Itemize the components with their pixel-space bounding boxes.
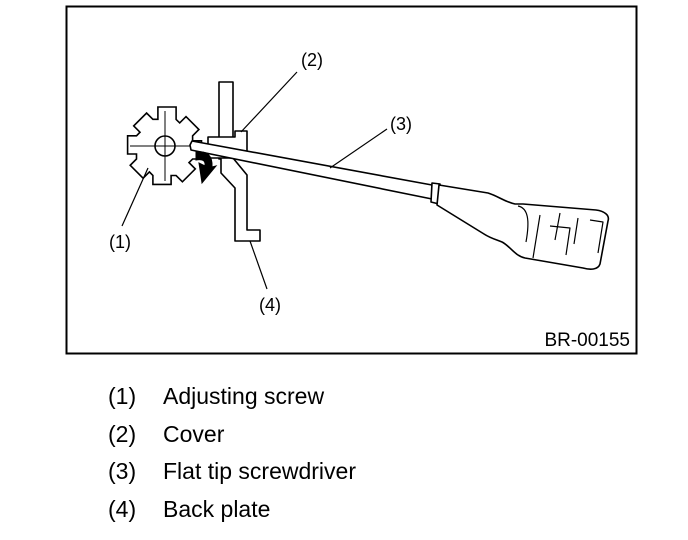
legend-item-cover: (2) Cover [108,418,356,456]
leader-2 [240,71,298,133]
legend-label: Flat tip screwdriver [163,458,356,484]
screw-centerlines [130,111,200,181]
legend-number: (2) [108,420,137,447]
legend-number: (1) [108,383,137,409]
legend-label: Cover [163,420,225,447]
leader-4 [249,240,268,290]
legend-label: Back plate [163,495,271,522]
handle-grip-lines [517,205,604,259]
rotation-arrow-icon [195,151,218,185]
legend-number: (3) [108,458,137,484]
callout-label-3: (3) [390,114,412,134]
legend-item-back-plate: (4) Back plate [108,493,356,531]
callout-label-4: (4) [259,295,281,315]
legend-list: (1) Adjusting screw (2) Cover (3) Flat t… [108,380,356,530]
legend-item-adjusting-screw: (1) Adjusting screw [108,380,356,418]
legend-label: Adjusting screw [163,383,325,409]
callout-label-1: (1) [109,232,131,252]
screwdriver [189,140,610,270]
screwdriver-handle [436,184,610,270]
figure-code: BR-00155 [544,330,630,351]
leader-3 [329,128,388,169]
figure-diagram: (1) (2) (3) (4) BR-00155 [65,5,638,355]
legend-number: (4) [108,495,137,522]
callout-leaders [121,71,388,290]
callout-label-2: (2) [301,50,323,70]
leader-1 [121,167,149,227]
legend-item-screwdriver: (3) Flat tip screwdriver [108,455,356,493]
